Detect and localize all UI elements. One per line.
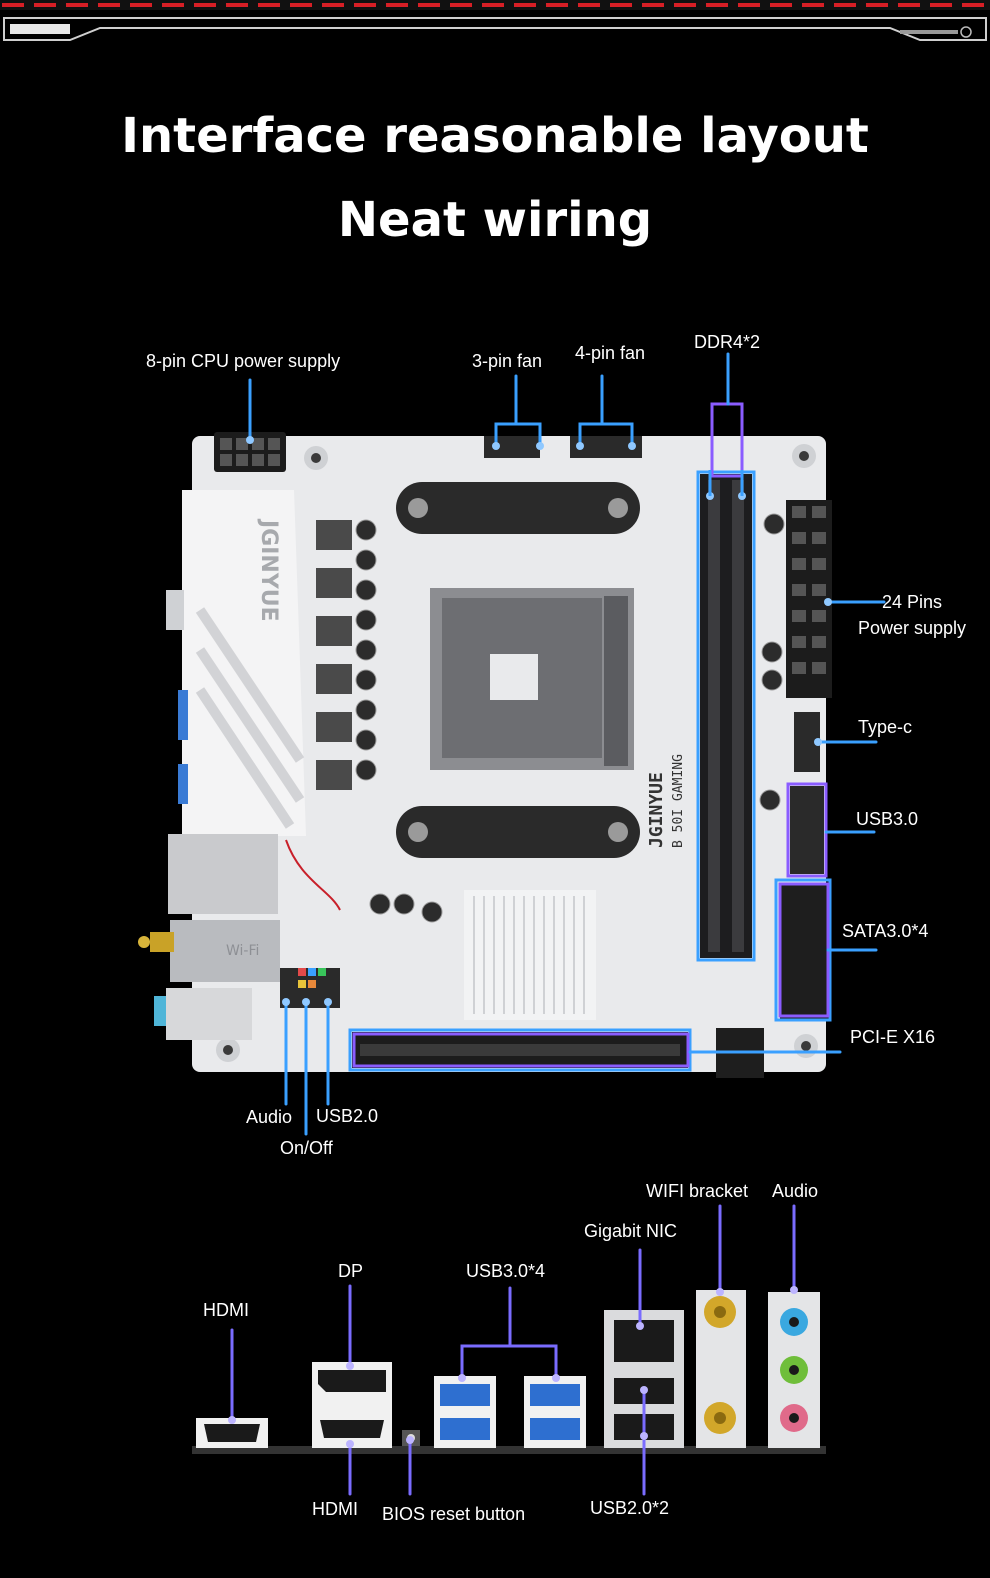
headline-subtitle: Neat wiring xyxy=(337,192,653,248)
headline-title: Interface reasonable layout xyxy=(121,108,869,164)
label-4pin-fan: 4-pin fan xyxy=(575,343,646,363)
label-io-dp: DP xyxy=(338,1261,364,1281)
label-type-c: Type-c xyxy=(858,717,913,737)
label-io-wifi-bracket: WIFI bracket xyxy=(646,1181,749,1201)
label-on-off: On/Off xyxy=(280,1138,333,1158)
label-audio-header: Audio xyxy=(246,1107,293,1127)
wifi-plate-text: Wi-Fi xyxy=(226,943,259,959)
label-io-gigabit-nic: Gigabit NIC xyxy=(584,1221,678,1241)
label-io-usb30x4: USB3.0*4 xyxy=(466,1261,546,1281)
label-usb20-header: USB2.0 xyxy=(316,1106,379,1126)
heatsink-brand-text: JGINYUE xyxy=(256,518,281,622)
label-ddr4: DDR4*2 xyxy=(694,332,761,352)
label-sata: SATA3.0*4 xyxy=(842,921,929,941)
label-pcie: PCI-E X16 xyxy=(850,1027,936,1047)
board-brand-text: JGINYUE xyxy=(646,772,667,848)
label-3pin-fan: 3-pin fan xyxy=(472,351,543,371)
label-io-hdmi-bottom: HDMI xyxy=(312,1499,358,1519)
label-io-hdmi-top: HDMI xyxy=(203,1300,249,1320)
label-24pin-power-b: Power supply xyxy=(858,618,967,638)
label-cpu-power: 8-pin CPU power supply xyxy=(146,351,341,371)
top-frame-decoration xyxy=(0,0,990,41)
label-io-usb20x2: USB2.0*2 xyxy=(590,1498,670,1518)
label-io-bios-reset: BIOS reset button xyxy=(382,1504,526,1524)
label-io-audio: Audio xyxy=(772,1181,819,1201)
label-usb30-header: USB3.0 xyxy=(856,809,919,829)
board-model-text: B 50I GAMING xyxy=(671,754,686,848)
label-24pin-power-a: 24 Pins xyxy=(882,592,943,612)
